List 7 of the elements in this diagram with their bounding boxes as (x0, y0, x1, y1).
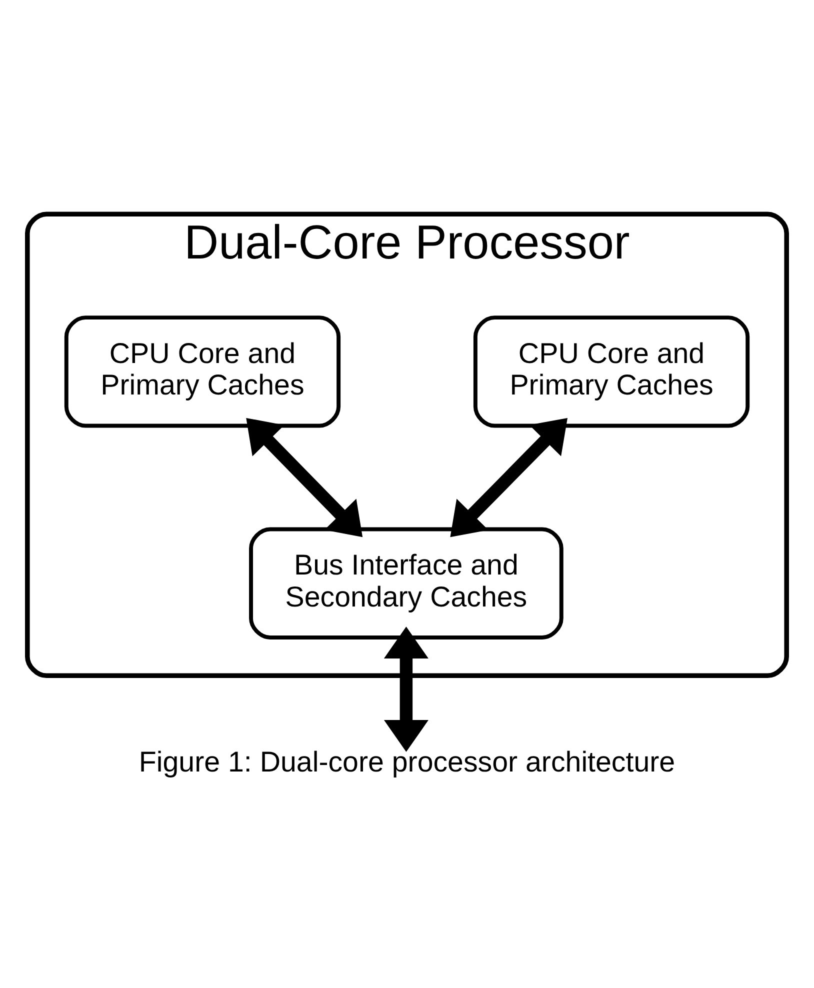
node-box: CPU Core and Primary Caches (64, 316, 341, 428)
caption: Figure 1: Dual-core processor architecture (138, 746, 676, 778)
arrow (246, 418, 363, 538)
arrow (450, 418, 568, 538)
node-box: Bus Interface and Secondary Caches (249, 527, 564, 640)
arrow (384, 626, 428, 752)
node-box: CPU Core and Primary Caches (473, 316, 750, 428)
